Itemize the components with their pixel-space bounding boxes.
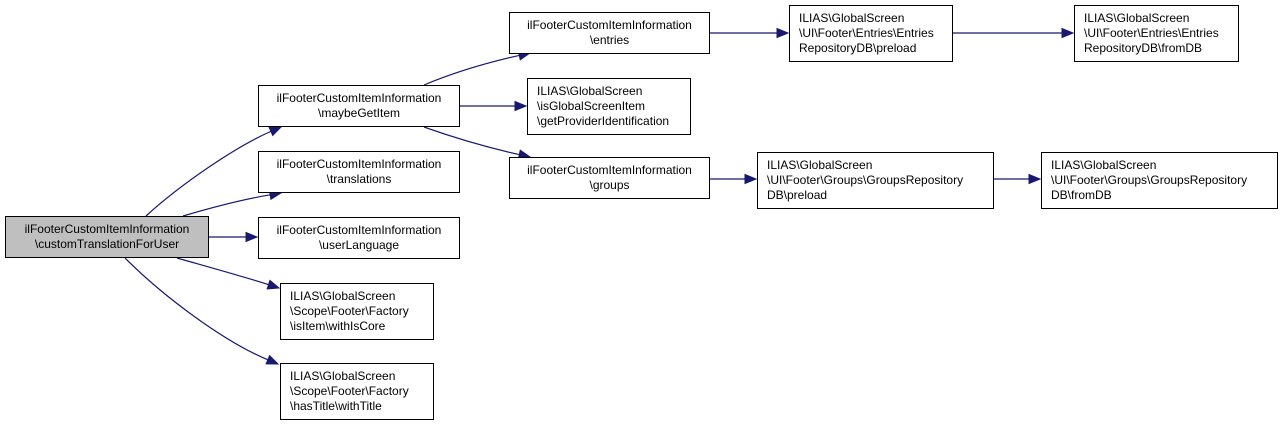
node-groupsPreload[interactable]: ILIAS\GlobalScreen\UI\Footer\Groups\Grou… [757, 152, 994, 209]
node-label-line: ILIAS\GlobalScreen [799, 11, 905, 25]
edge-line [145, 130, 272, 217]
node-label-line: \UI\Footer\Groups\GroupsRepository [1051, 173, 1248, 187]
edge-line [182, 194, 271, 217]
node-label-line: ilFooterCustomItemInformation [527, 18, 692, 32]
node-groupsFromDB[interactable]: ILIAS\GlobalScreen\UI\Footer\Groups\Grou… [1041, 152, 1278, 209]
edge-line [423, 126, 520, 156]
node-label-line: \customTranslationForUser [34, 237, 180, 251]
arrowhead-icon [265, 354, 280, 365]
node-label-line: DB\fromDB [1051, 188, 1112, 202]
node-label-line: \UI\Footer\Entries\Entries [799, 26, 934, 40]
node-withTitle[interactable]: ILIAS\GlobalScreen\Scope\Footer\Factory\… [280, 363, 434, 420]
edge-root-to-maybeGetItem [145, 126, 283, 217]
edge-line [124, 257, 269, 361]
node-label-line: \hasTitle\withTitle [290, 399, 382, 413]
arrowhead-icon [744, 173, 758, 185]
node-label-line: ilFooterCustomItemInformation [24, 222, 190, 236]
edge-root-to-translations [182, 189, 283, 217]
edge-line [423, 54, 520, 86]
node-label-line: \isGlobalScreenItem [537, 99, 646, 113]
edge-root-to-withTitle [124, 257, 280, 365]
node-userLanguage[interactable]: ilFooterCustomItemInformation\userLangua… [258, 217, 460, 259]
edge-line [176, 257, 269, 286]
node-withIsCore[interactable]: ILIAS\GlobalScreen\Scope\Footer\Factory\… [280, 283, 434, 340]
node-getProviderIdentification[interactable]: ILIAS\GlobalScreen\isGlobalScreenItem\ge… [527, 78, 691, 135]
node-translations[interactable]: ilFooterCustomItemInformation\translatio… [258, 151, 460, 193]
node-label-line: ILIAS\GlobalScreen [537, 84, 643, 98]
node-label-line: ilFooterCustomItemInformation [527, 163, 692, 177]
node-label-line: \isItem\withIsCore [290, 319, 386, 333]
node-label-line: \translations [326, 172, 392, 186]
edge-maybeGetItem-to-entries [423, 50, 532, 86]
arrowhead-icon [514, 100, 528, 112]
node-groups[interactable]: ilFooterCustomItemInformation\groups [509, 157, 710, 199]
node-label-line: ilFooterCustomItemInformation [276, 91, 442, 105]
node-label-line: RepositoryDB\preload [799, 41, 917, 55]
node-label-line: ILIAS\GlobalScreen [1051, 158, 1157, 172]
arrowhead-icon [245, 231, 259, 243]
node-label-line: DB\preload [767, 188, 828, 202]
arrowhead-icon [1061, 27, 1075, 39]
node-entriesFromDB[interactable]: ILIAS\GlobalScreen\UI\Footer\Entries\Ent… [1074, 5, 1239, 62]
node-label-line: RepositoryDB\fromDB [1084, 41, 1203, 55]
edge-entries-to-entriesPreload [710, 27, 790, 39]
node-label-line: \getProviderIdentification [537, 114, 670, 128]
edge-groupsPreload-to-groupsFromDB [994, 173, 1042, 185]
node-entriesPreload[interactable]: ILIAS\GlobalScreen\UI\Footer\Entries\Ent… [789, 5, 953, 62]
node-label-line: \Scope\Footer\Factory [290, 304, 409, 318]
arrowhead-icon [776, 27, 790, 39]
edge-root-to-withIsCore [176, 257, 281, 290]
arrowhead-icon [1028, 173, 1042, 185]
node-label-line: ILIAS\GlobalScreen [767, 158, 873, 172]
edge-entriesPreload-to-entriesFromDB [953, 27, 1075, 39]
node-label-line: \entries [589, 33, 630, 47]
edge-root-to-userLanguage [209, 231, 259, 243]
edge-maybeGetItem-to-getProviderIdentification [460, 100, 528, 112]
node-label-line: ILIAS\GlobalScreen [290, 369, 396, 383]
node-label-line: \userLanguage [318, 238, 400, 252]
node-label-line: ilFooterCustomItemInformation [276, 157, 442, 171]
node-root: ilFooterCustomItemInformation\customTran… [5, 216, 209, 258]
node-label-line: \UI\Footer\Groups\GroupsRepository [767, 173, 964, 187]
node-label-line: ilFooterCustomItemInformation [276, 223, 442, 237]
node-label-line: \UI\Footer\Entries\Entries [1084, 26, 1219, 40]
node-label-line: ILIAS\GlobalScreen [290, 289, 396, 303]
arrowhead-icon [268, 126, 283, 137]
node-label-line: \Scope\Footer\Factory [290, 384, 409, 398]
arrowhead-icon [266, 279, 281, 290]
node-entries[interactable]: ilFooterCustomItemInformation\entries [509, 12, 710, 54]
node-maybeGetItem[interactable]: ilFooterCustomItemInformation\maybeGetIt… [258, 85, 460, 127]
node-label-line: \maybeGetItem [317, 106, 401, 120]
node-label-line: \groups [589, 178, 630, 192]
node-label-line: ILIAS\GlobalScreen [1084, 11, 1190, 25]
edge-groups-to-groupsPreload [710, 173, 758, 185]
